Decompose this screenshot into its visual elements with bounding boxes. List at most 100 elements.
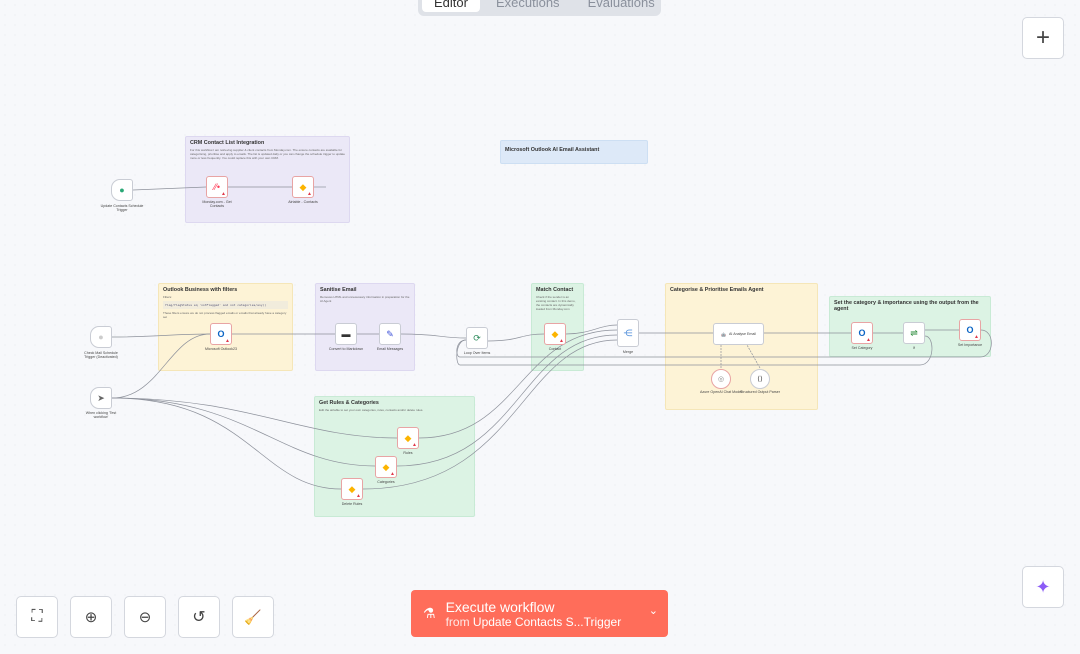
warning-icon: ▲ bbox=[307, 191, 312, 197]
code-icon: ⟨⟩ bbox=[757, 376, 763, 383]
node-check-mail-trigger[interactable]: ● bbox=[90, 326, 112, 348]
node-label: Airtable - Contacts bbox=[288, 200, 318, 204]
note-title: Sanitise Email bbox=[320, 287, 357, 293]
node-monday[interactable]: ⁄⁄•▲ bbox=[206, 176, 228, 198]
node-update-contacts-trigger[interactable]: ● bbox=[111, 179, 133, 201]
zoom-out-icon: ⊖ bbox=[138, 609, 152, 626]
airtable-icon: ◆ bbox=[348, 483, 356, 494]
node-rules[interactable]: ◆▲ bbox=[397, 427, 419, 449]
view-tabs: Editor Executions Evaluations bbox=[418, 0, 661, 16]
node-set-category[interactable]: O▲ bbox=[851, 322, 873, 344]
openai-icon: ◎ bbox=[717, 376, 725, 383]
node-output-parser[interactable]: ⟨⟩ bbox=[750, 369, 770, 389]
airtable-icon: ◆ bbox=[382, 461, 390, 472]
flask-icon: ⚗ bbox=[423, 605, 436, 621]
airtable-icon: ◆ bbox=[404, 432, 412, 443]
execute-label: Execute workflow bbox=[445, 598, 555, 615]
node-label: AI Analyse Email bbox=[729, 332, 756, 336]
robot-icon: 🤖 bbox=[721, 331, 726, 337]
node-delete-rules[interactable]: ◆▲ bbox=[341, 478, 363, 500]
node-manual-trigger[interactable]: ➤ bbox=[90, 387, 112, 409]
sparkle-icon: ✦ bbox=[1035, 576, 1051, 597]
node-contact[interactable]: ◆▲ bbox=[544, 323, 566, 345]
tab-editor[interactable]: Editor bbox=[422, 0, 480, 12]
zoom-in-button[interactable]: ⊕ bbox=[70, 596, 112, 638]
plus-icon: + bbox=[1035, 24, 1050, 51]
ai-assistant-button[interactable]: ✦ bbox=[1022, 566, 1064, 608]
warning-icon: ▲ bbox=[356, 493, 361, 499]
note-title: Categorise & Prioritise Emails Agent bbox=[670, 287, 764, 293]
chevron-down-icon[interactable]: ⌄ bbox=[648, 605, 658, 617]
node-loop-over-items[interactable]: ⟳ bbox=[466, 327, 488, 349]
note-title: CRM Contact List Integration bbox=[190, 140, 265, 146]
outlook-icon: O bbox=[217, 329, 225, 339]
warning-icon: ▲ bbox=[225, 338, 230, 344]
note-code: flag/flagStatus eq 'notFlagged' and not … bbox=[163, 301, 288, 310]
merge-icon: ⋲ bbox=[623, 327, 633, 338]
node-label: Email Messages bbox=[376, 347, 404, 351]
fullscreen-icon: ⛶ bbox=[31, 608, 43, 625]
note-title: Get Rules & Categories bbox=[319, 400, 379, 406]
node-label: Categories bbox=[377, 480, 395, 484]
node-merge[interactable]: ⋲ bbox=[617, 319, 639, 347]
tab-evaluations[interactable]: Evaluations bbox=[587, 0, 655, 10]
fit-view-button[interactable]: ⛶ bbox=[16, 596, 58, 638]
node-label: Monday.com - Get Contacts bbox=[202, 200, 232, 209]
note-body: Removes HTML and unnecessary information… bbox=[320, 295, 410, 304]
node-outlook[interactable]: O▲ bbox=[210, 323, 232, 345]
outlook-icon: O bbox=[858, 328, 866, 338]
node-label: Contact bbox=[548, 347, 562, 351]
pencil-icon: ✎ bbox=[386, 328, 394, 339]
node-label: Merge bbox=[622, 350, 634, 354]
tab-executions[interactable]: Executions bbox=[495, 0, 560, 10]
note-body: Edit the airtable to set your own catego… bbox=[319, 408, 424, 412]
node-label: Microsoft Outlook23 bbox=[205, 347, 237, 351]
node-label: Set Importance bbox=[957, 343, 983, 347]
node-convert-markdown[interactable]: ▬ bbox=[335, 323, 357, 345]
tidy-up-button[interactable]: 🧹 bbox=[232, 596, 274, 638]
node-label: If bbox=[913, 346, 915, 350]
reset-zoom-button[interactable]: ↺ bbox=[178, 596, 220, 638]
node-label: Update Contacts Schedule Trigger bbox=[100, 204, 144, 213]
note-title: Match Contact bbox=[536, 287, 574, 293]
broom-icon: 🧹 bbox=[244, 608, 262, 625]
node-label: Delete Rules bbox=[341, 502, 363, 506]
execute-workflow-button[interactable]: ⚗ Execute workflow from Update Contacts … bbox=[411, 590, 668, 637]
node-airtable-contacts[interactable]: ◆▲ bbox=[292, 176, 314, 198]
warning-icon: ▲ bbox=[866, 337, 871, 343]
if-icon: ⇌ bbox=[910, 327, 918, 338]
note-title: Microsoft Outlook AI Email Assistant bbox=[505, 147, 600, 153]
node-label: Rules bbox=[403, 451, 413, 455]
airtable-icon: ◆ bbox=[299, 181, 307, 192]
node-label: Structured Output Parser bbox=[740, 390, 780, 394]
loop-icon: ⟳ bbox=[473, 332, 481, 343]
warning-icon: ▲ bbox=[974, 334, 979, 340]
markdown-icon: ▬ bbox=[341, 329, 351, 339]
node-email-messages[interactable]: ✎ bbox=[379, 323, 401, 345]
note-body: For this workflow I am retrieving suppli… bbox=[190, 148, 345, 161]
node-ai-analyse-email[interactable]: 🤖AI Analyse Email bbox=[713, 323, 764, 345]
node-label: When clicking 'Test workflow' bbox=[85, 411, 117, 420]
clock-icon: ● bbox=[98, 332, 104, 342]
node-if[interactable]: ⇌ bbox=[903, 322, 925, 344]
zoom-in-icon: ⊕ bbox=[84, 609, 98, 626]
warning-icon: ▲ bbox=[221, 191, 226, 197]
warning-icon: ▲ bbox=[412, 442, 417, 448]
sticky-note-agent[interactable]: Categorise & Prioritise Emails Agent bbox=[665, 283, 818, 410]
sticky-note-assistant[interactable]: Microsoft Outlook AI Email Assistant bbox=[500, 140, 648, 164]
node-azure-openai[interactable]: ◎ bbox=[711, 369, 731, 389]
note-body: Check if the sender is an existing conta… bbox=[536, 295, 576, 312]
node-label: Set Category bbox=[851, 346, 873, 350]
add-node-button[interactable]: + bbox=[1022, 17, 1064, 59]
monday-icon: ⁄⁄• bbox=[213, 182, 221, 192]
outlook-icon: O bbox=[966, 325, 974, 335]
undo-icon: ↺ bbox=[192, 609, 206, 626]
execute-trigger-name: Update Contacts S...Trigger bbox=[472, 614, 622, 629]
execute-from-prefix: from bbox=[445, 614, 470, 629]
zoom-out-button[interactable]: ⊖ bbox=[124, 596, 166, 638]
node-categories[interactable]: ◆▲ bbox=[375, 456, 397, 478]
node-set-importance[interactable]: O▲ bbox=[959, 319, 981, 341]
